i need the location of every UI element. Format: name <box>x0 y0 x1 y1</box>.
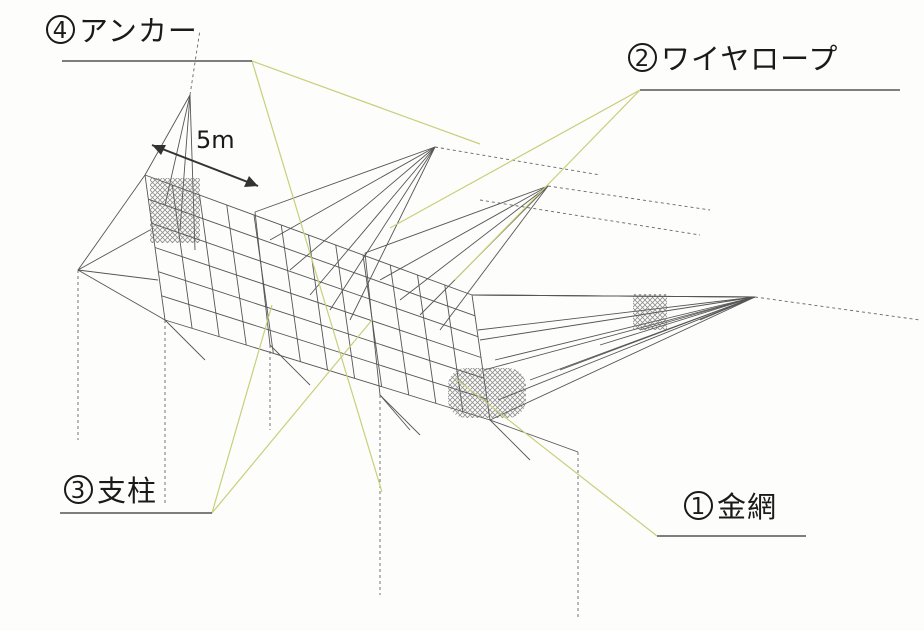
end-rope <box>77 229 151 271</box>
end-rope <box>489 296 756 421</box>
anchor-rope <box>434 146 601 176</box>
guy-rope <box>309 146 436 296</box>
leader-wire-rope <box>389 89 641 229</box>
guy-rope <box>289 146 436 271</box>
mesh-division <box>253 214 274 354</box>
leader-anchor <box>251 60 383 493</box>
brace-line <box>489 419 531 461</box>
anchor-rope <box>754 296 921 321</box>
mesh-division <box>417 274 437 404</box>
brace-line <box>379 394 421 436</box>
end-rope <box>483 296 756 371</box>
number-badge: 1 <box>684 490 713 520</box>
mesh-division <box>280 224 301 362</box>
dimension-arrowhead <box>244 176 258 187</box>
ground-dashed-lines <box>77 29 921 620</box>
anchor-rope <box>479 199 701 236</box>
mesh-patch <box>150 178 200 243</box>
label-text: 支柱 <box>97 474 158 508</box>
guy-rope <box>599 296 756 346</box>
leader-lines <box>211 60 658 537</box>
guy-rope <box>144 94 191 176</box>
guy-rope <box>349 146 436 321</box>
number-badge: 2 <box>628 42 657 72</box>
mesh-division <box>199 194 220 337</box>
guy-rope <box>471 294 756 298</box>
mesh-division <box>362 254 383 387</box>
guy-rope <box>559 296 756 371</box>
anchor-rope <box>189 29 201 96</box>
number-badge: 4 <box>46 14 75 44</box>
leader-post <box>211 319 373 514</box>
brace-line <box>269 344 311 386</box>
guy-rope <box>364 185 549 254</box>
brace-line <box>164 319 206 361</box>
end-rope <box>497 296 756 401</box>
mesh-division <box>226 204 247 346</box>
guy-rope <box>479 296 756 341</box>
mesh-division <box>389 264 410 396</box>
structure-lines <box>77 94 756 461</box>
dimension-arrowhead <box>152 145 166 155</box>
guy-rope <box>269 146 436 241</box>
label-text: 金網 <box>717 490 778 524</box>
end-rope <box>77 269 166 321</box>
label-underlines <box>60 60 900 537</box>
end-rope <box>477 296 756 331</box>
leader-wire-mesh <box>454 377 658 537</box>
dimension-arrow <box>151 144 259 187</box>
end-rope <box>77 269 159 281</box>
guy-rope <box>254 146 436 213</box>
brace-line <box>379 394 411 431</box>
label-text: ワイヤロープ <box>661 42 839 76</box>
guy-rope <box>379 185 549 281</box>
anchor-rope <box>547 185 711 211</box>
mesh-patches <box>150 178 667 418</box>
guy-rope <box>494 296 756 361</box>
mesh-patch <box>633 294 667 330</box>
guy-rope <box>399 185 549 301</box>
mesh-division <box>335 244 356 379</box>
dimension-label: 5m <box>196 126 235 154</box>
leader-anchor <box>251 60 481 145</box>
leader-wire-rope <box>454 89 641 281</box>
leader-post <box>211 304 273 514</box>
end-rope <box>77 174 146 271</box>
label-text: アンカー <box>79 14 198 48</box>
brace-line <box>489 419 579 453</box>
guy-rope <box>329 146 436 311</box>
number-badge: 3 <box>64 474 93 504</box>
guy-rope <box>439 185 549 331</box>
guy-rope <box>699 296 756 321</box>
mesh-patch <box>448 368 526 418</box>
